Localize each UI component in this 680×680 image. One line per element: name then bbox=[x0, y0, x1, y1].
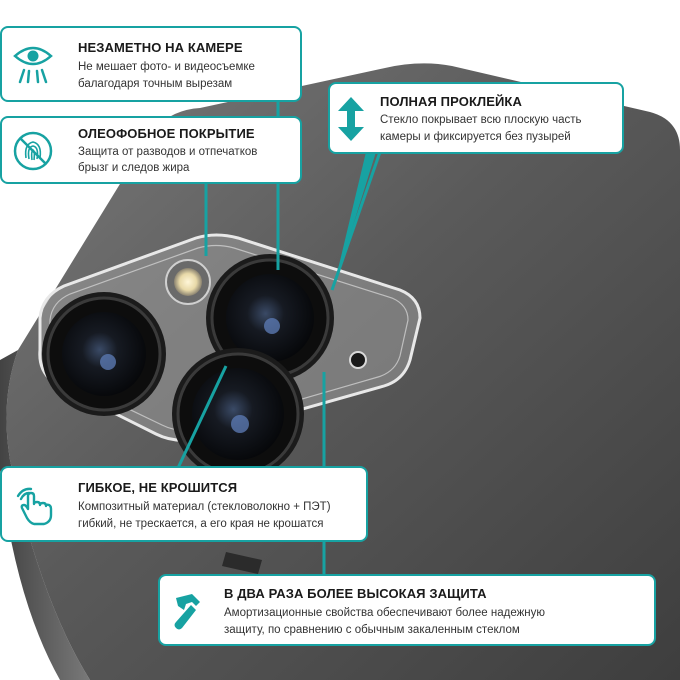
callout-desc-line-1: Амортизационные свойства обеспечивают бо… bbox=[224, 607, 546, 619]
eye-icon bbox=[13, 46, 53, 84]
callout-desc-line-2: балагодаря точным вырезам bbox=[78, 78, 233, 90]
callout-invisible-on-camera: НЕЗАМЕТНО НА КАМЕРЕ Не мешает фото- и ви… bbox=[0, 26, 302, 102]
callout-desc-line-1: Защита от разводов и отпечатков bbox=[78, 146, 258, 158]
hammer-icon bbox=[174, 594, 200, 630]
callout-desc-line-1: Стекло покрывает всю плоскую часть bbox=[380, 114, 582, 126]
touch-hand-icon bbox=[16, 487, 53, 526]
callout-desc-line-2: камеры и фиксируется без пузырей bbox=[380, 131, 571, 143]
callout-desc-line-2: брызг и следов жира bbox=[78, 162, 190, 174]
callout-desc-line-1: Не мешает фото- и видеосъемке bbox=[78, 61, 255, 73]
callout-title: В ДВА РАЗА БОЛЕЕ ВЫСОКАЯ ЗАЩИТА bbox=[224, 586, 487, 601]
callout-title: ОЛЕОФОБНОЕ ПОКРЫТИЕ bbox=[78, 126, 255, 141]
callout-desc-line-1: Композитный материал (стекловолокно + ПЭ… bbox=[78, 501, 331, 513]
callout-title: ГИБКОЕ, НЕ КРОШИТСЯ bbox=[78, 480, 238, 495]
callout-title: ПОЛНАЯ ПРОКЛЕЙКА bbox=[380, 94, 522, 109]
callout-title: НЕЗАМЕТНО НА КАМЕРЕ bbox=[78, 40, 243, 55]
callout-full-adhesion: ПОЛНАЯ ПРОКЛЕЙКА Стекло покрывает всю пл… bbox=[328, 82, 624, 154]
callout-desc-line-2: гибкий, не трескается, а его края не кро… bbox=[78, 518, 324, 530]
callout-flexible-no-chipping: ГИБКОЕ, НЕ КРОШИТСЯ Композитный материал… bbox=[0, 466, 368, 542]
vertical-arrows-icon bbox=[338, 97, 364, 141]
callout-desc-line-2: защиту, по сравнению с обычным закаленны… bbox=[224, 624, 520, 636]
callout-oleophobic-coating: ОЛЕОФОБНОЕ ПОКРЫТИЕ Защита от разводов и… bbox=[0, 116, 302, 184]
no-fingerprint-icon bbox=[13, 131, 53, 171]
callout-double-protection: В ДВА РАЗА БОЛЕЕ ВЫСОКАЯ ЗАЩИТА Амортиза… bbox=[158, 574, 656, 646]
